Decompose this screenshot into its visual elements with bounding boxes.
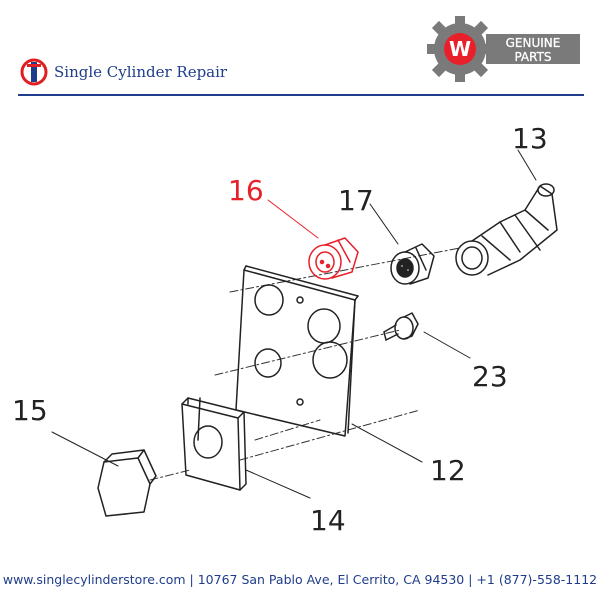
badge-line-1: GENUINE — [506, 36, 561, 50]
callout-13: 13 — [512, 122, 548, 155]
part-15-cap[interactable] — [97, 449, 157, 517]
footer-contact: www.singlecylinderstore.com | 10767 San … — [2, 572, 598, 587]
badge-letter: W — [449, 37, 471, 61]
part-16-connector[interactable] — [308, 237, 359, 280]
part-12-plate[interactable] — [235, 265, 359, 437]
part-17-connector[interactable] — [390, 243, 435, 285]
callout-12: 12 — [430, 454, 466, 487]
callout-14: 14 — [310, 504, 346, 537]
part-14-bracket[interactable] — [181, 397, 247, 491]
store-logo[interactable]: Single Cylinder Repair — [20, 58, 227, 86]
brand-name: Single Cylinder Repair — [54, 63, 228, 81]
header-divider — [18, 94, 584, 96]
part-23-bolt[interactable] — [383, 312, 419, 341]
gear-icon: W — [427, 16, 493, 82]
callout-23: 23 — [472, 360, 508, 393]
parts-diagram: 16 17 13 23 12 14 15 — [12, 122, 558, 537]
badge-line-2: PARTS — [514, 50, 551, 64]
callout-17: 17 — [338, 184, 374, 217]
callout-15: 15 — [12, 394, 48, 427]
leader-lines — [51, 149, 537, 499]
genuine-parts-badge: W GENUINE PARTS — [424, 14, 584, 88]
part-13-fitting[interactable] — [455, 183, 558, 276]
callout-16: 16 — [228, 174, 264, 207]
brand-emblem-icon — [20, 58, 48, 86]
